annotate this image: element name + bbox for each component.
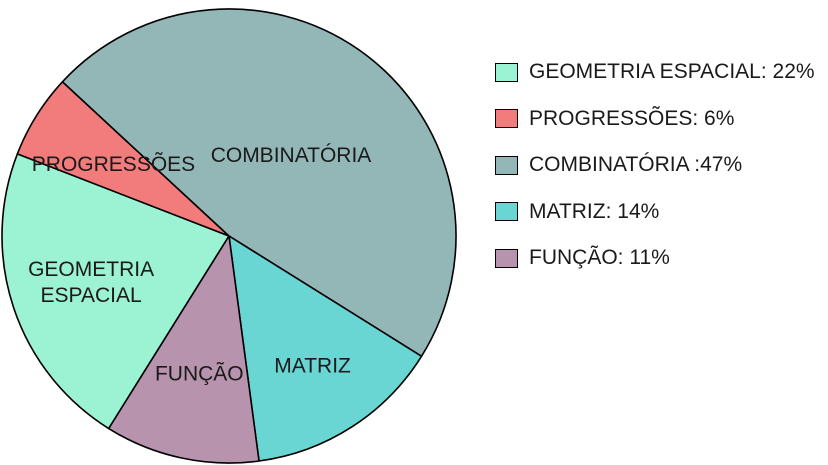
slice-label-line: ESPACIAL [41,284,142,307]
pie-slice-geometria-espacial [1,153,230,430]
legend-label: COMBINATÓRIA :47% [529,153,743,177]
legend-swatch [495,155,518,175]
slice-label-line: COMBINATÓRIA [211,144,372,167]
slice-labels-layer: GEOMETRIA ESPACIAL PROGRESSÕES COMBINATÓRIA… [28,144,371,386]
legend-swatch [495,248,518,268]
legend-swatch [495,202,518,222]
legend-item-funcao: FUNÇÃO: 11% [495,235,815,282]
pie-slice-combinatória [61,8,457,358]
legend-swatch [495,109,518,129]
slices-layer [1,8,457,464]
slice-label: MATRIZ [274,355,351,378]
legend-swatch [495,62,518,82]
legend-item-progressoes: PROGRESSÕES: 6% [495,96,815,143]
pie-chart-svg: GEOMETRIA ESPACIAL PROGRESSÕES COMBINATÓRIA… [1,8,457,464]
legend-label: FUNÇÃO: 11% [529,246,670,270]
legend-item-combinatoria: COMBINATÓRIA :47% [495,142,815,189]
legend: GEOMETRIA ESPACIAL: 22% PROGRESSÕES: 6% … [495,49,815,282]
slice-label: COMBINATÓRIA [211,144,372,167]
slice-label: FUNÇÃO [155,362,244,386]
slice-label-line: PROGRESSÕES [32,152,195,176]
slice-label-line: FUNÇÃO [155,362,244,386]
pie-slice-função [107,235,260,464]
slice-label-line: GEOMETRIA [28,258,154,281]
pie-slice-matriz [228,235,423,462]
legend-item-matriz: MATRIZ: 14% [495,189,815,236]
legend-item-geometria-espacial: GEOMETRIA ESPACIAL: 22% [495,49,815,96]
slice-label: PROGRESSÕES [32,152,195,176]
legend-label: MATRIZ: 14% [529,199,660,223]
legend-label: PROGRESSÕES: 6% [529,106,735,130]
slice-label: GEOMETRIA ESPACIAL [28,258,154,307]
legend-label: GEOMETRIA ESPACIAL: 22% [529,60,815,84]
slice-label-line: MATRIZ [274,355,351,378]
